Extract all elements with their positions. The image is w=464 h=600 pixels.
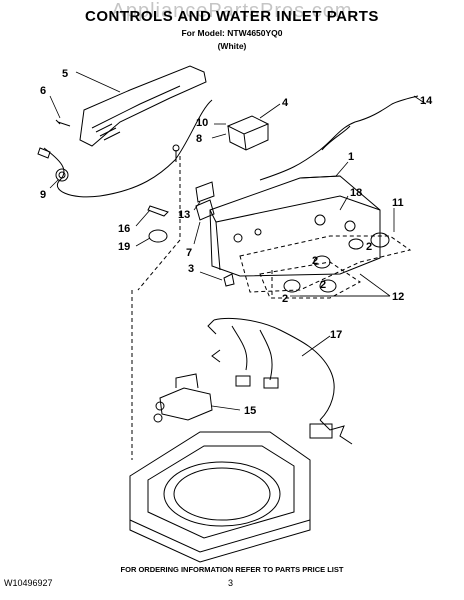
upper-harness bbox=[259, 95, 419, 181]
callout-11: 11 bbox=[392, 197, 404, 209]
callout-19: 19 bbox=[118, 241, 130, 253]
callout-1: 1 bbox=[348, 151, 354, 163]
callout-2b: 2 bbox=[366, 241, 372, 253]
console-back-panel bbox=[79, 65, 207, 147]
page-title: CONTROLS AND WATER INLET PARTS bbox=[85, 8, 379, 25]
water-inlet-valve bbox=[159, 387, 213, 421]
callout-2a: 2 bbox=[312, 255, 318, 267]
page-number: 3 bbox=[228, 578, 234, 588]
callout-13: 13 bbox=[178, 209, 190, 221]
top-cabinet bbox=[129, 431, 311, 553]
model-line: For Model: NTW4650YQ0 bbox=[181, 28, 283, 38]
watermark: AppliancePartsPros.com bbox=[111, 0, 353, 22]
callout-3: 3 bbox=[188, 263, 194, 275]
power-cord bbox=[43, 99, 213, 198]
callout-17: 17 bbox=[330, 329, 342, 341]
color-line: (White) bbox=[217, 41, 247, 51]
callout-12: 12 bbox=[392, 291, 404, 303]
callout-2d: 2 bbox=[320, 279, 326, 291]
callout-4: 4 bbox=[282, 97, 289, 109]
callout-10: 10 bbox=[196, 117, 208, 129]
callout-5: 5 bbox=[62, 68, 68, 80]
callout-9: 9 bbox=[40, 189, 46, 201]
callout-14: 14 bbox=[420, 95, 433, 107]
control-board bbox=[226, 115, 270, 135]
callout-7: 7 bbox=[186, 247, 192, 259]
callout-15: 15 bbox=[244, 405, 256, 417]
callout-18: 18 bbox=[350, 187, 362, 199]
document-number: W10496927 bbox=[4, 578, 53, 588]
ordering-note: FOR ORDERING INFORMATION REFER TO PARTS … bbox=[120, 565, 344, 574]
callout-16: 16 bbox=[118, 223, 130, 235]
lower-harness bbox=[213, 317, 335, 421]
callout-8: 8 bbox=[196, 133, 202, 145]
callout-6: 6 bbox=[40, 85, 46, 97]
callout-2c: 2 bbox=[282, 293, 288, 305]
